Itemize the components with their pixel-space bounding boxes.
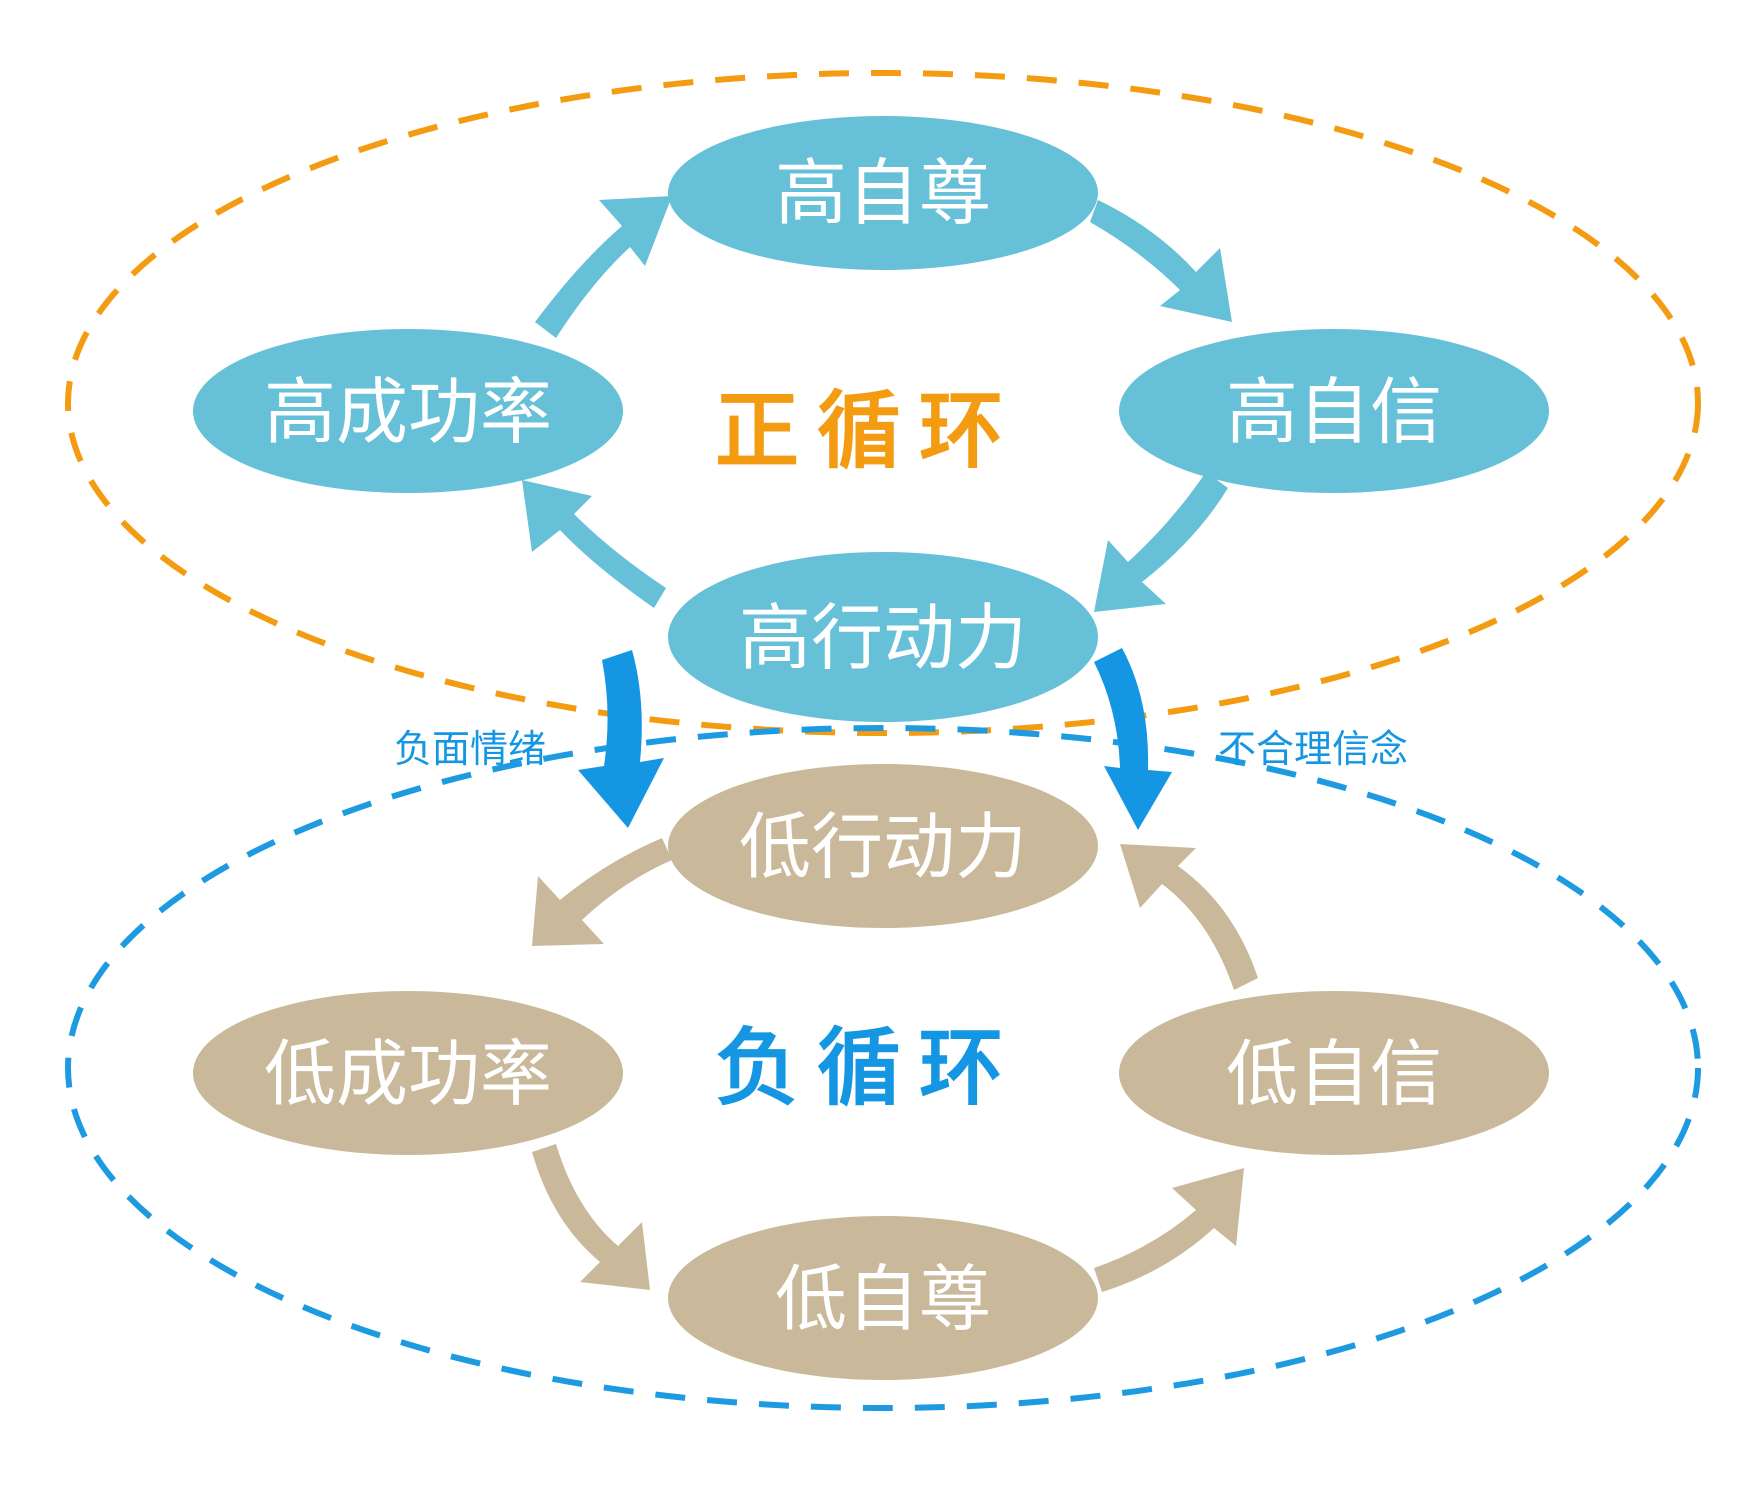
arrow-neg-left-to-bottom <box>532 1144 650 1290</box>
node-high-action-label: 高行动力 <box>739 596 1027 680</box>
positive-cycle-nodes: 高自尊 高自信 高行动力 高成功率 正循环 <box>193 116 1549 722</box>
arrow-neg-bottom-to-right <box>1094 1168 1244 1292</box>
arrow-top-to-right <box>1090 200 1232 322</box>
transition-label-irrational-belief: 不合理信念 <box>1218 727 1408 771</box>
arrow-right-to-bottom <box>1094 472 1228 612</box>
node-low-action-label: 低行动力 <box>739 805 1027 889</box>
positive-cycle-title: 正循环 <box>715 382 1021 480</box>
negative-cycle-nodes: 低行动力 低自信 低自尊 低成功率 负循环 <box>193 764 1549 1380</box>
node-high-success-rate-label: 高成功率 <box>264 370 552 454</box>
positive-cycle-boundary <box>65 70 1701 736</box>
node-low-self-esteem-label: 低自尊 <box>775 1257 991 1341</box>
transition-arrows <box>578 648 1172 830</box>
arrow-neg-right-to-top <box>1120 844 1258 990</box>
node-high-self-esteem <box>668 116 1098 270</box>
node-high-confidence <box>1119 329 1549 493</box>
node-low-confidence-label: 低自信 <box>1226 1032 1442 1116</box>
node-high-action <box>668 552 1098 722</box>
node-high-self-esteem-label: 高自尊 <box>775 151 991 235</box>
transition-label-negative-emotion: 负面情绪 <box>394 727 546 771</box>
node-low-success-rate <box>193 991 623 1155</box>
positive-cycle-arrows <box>522 196 1232 612</box>
node-low-action <box>668 764 1098 928</box>
node-high-success-rate <box>193 329 623 493</box>
node-low-confidence <box>1119 991 1549 1155</box>
negative-cycle-boundary <box>65 725 1701 1411</box>
arrow-neg-top-to-left <box>532 838 672 946</box>
negative-cycle-arrows <box>532 838 1258 1292</box>
transition-arrow-right <box>1094 648 1172 830</box>
negative-cycle-title: 负循环 <box>715 1019 1021 1117</box>
node-low-success-rate-label: 低成功率 <box>264 1032 552 1116</box>
node-low-self-esteem <box>668 1216 1098 1380</box>
arrow-bottom-to-left <box>522 480 666 608</box>
node-high-confidence-label: 高自信 <box>1226 370 1442 454</box>
arrow-left-to-top <box>535 196 672 338</box>
transition-arrow-left <box>578 650 664 828</box>
